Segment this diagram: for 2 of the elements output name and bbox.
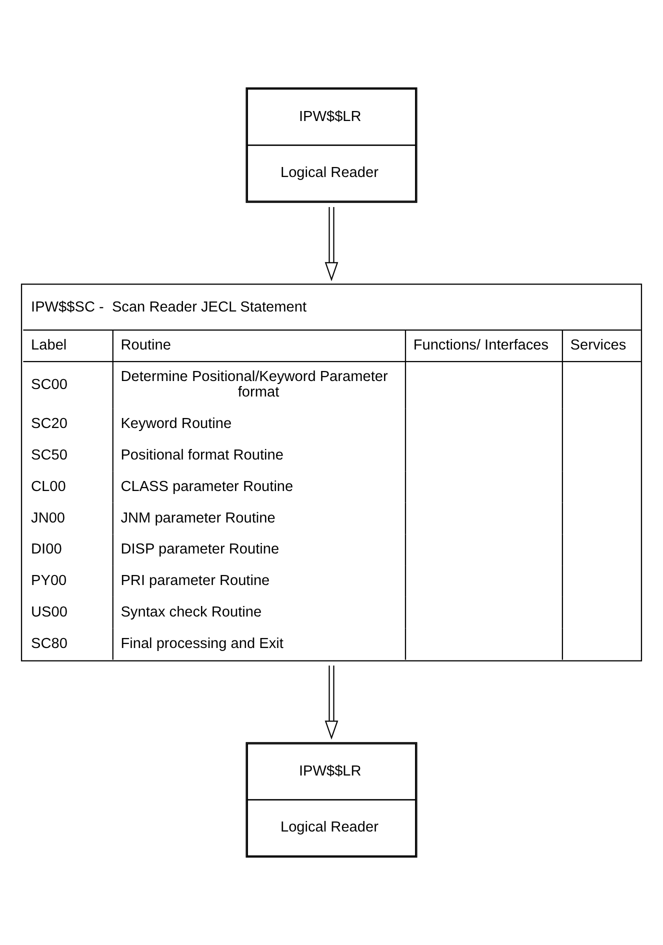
arrow xyxy=(324,666,338,740)
arrow xyxy=(324,207,338,282)
